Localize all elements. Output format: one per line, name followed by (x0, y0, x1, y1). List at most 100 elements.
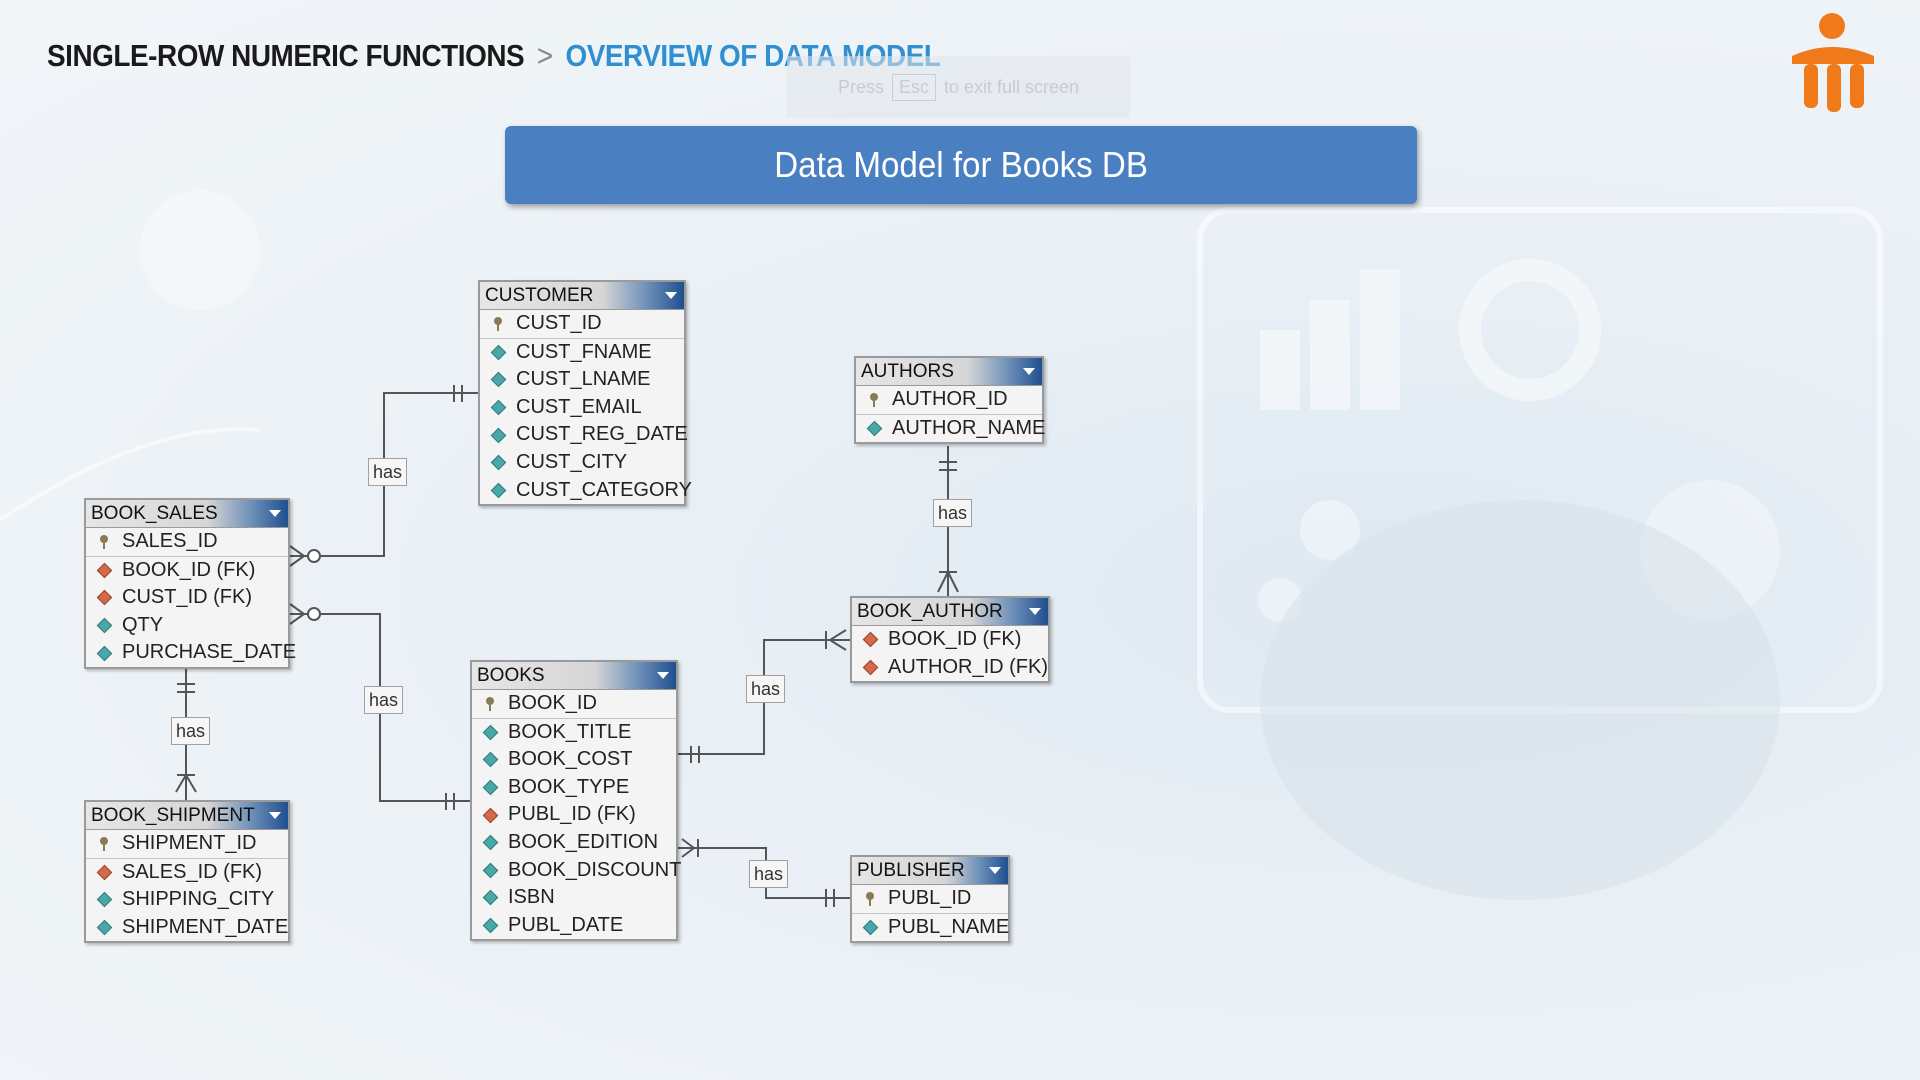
entity-field: SHIPPING_CITY (86, 886, 288, 914)
entity-customer-title: CUSTOMER (485, 285, 594, 306)
foreign-key-icon (92, 562, 116, 579)
entity-field: SHIPMENT_ID (86, 830, 288, 858)
diagram-title: Data Model for Books DB (774, 144, 1148, 185)
primary-key-icon (486, 316, 510, 331)
entity-publisher-attr-section: PUBL_NAME (852, 914, 1009, 942)
primary-key-icon (862, 392, 886, 407)
attribute-icon (478, 834, 502, 851)
entity-field: SALES_ID (FK) (86, 859, 288, 887)
fullscreen-exit-hint: Press Esc to exit full screen (787, 56, 1130, 118)
attribute-icon (92, 892, 116, 908)
chevron-down-icon (665, 292, 677, 299)
hint-press-text: Press (837, 76, 884, 97)
entity-book-author-title: BOOK_AUTHOR (857, 601, 1003, 622)
entity-books-header: BOOKS (472, 662, 676, 690)
entity-customer[interactable]: CUSTOMER CUST_ID CUST_FNAME CUST_LNAME C… (478, 280, 692, 507)
entity-field: QTY (86, 612, 288, 640)
entity-field: BOOK_TYPE (472, 774, 676, 802)
breadcrumb-section: SINGLE-ROW NUMERIC FUNCTIONS (47, 38, 525, 73)
entity-field: BOOK_ID (FK) (86, 557, 288, 585)
chevron-down-icon (1023, 368, 1035, 375)
entity-field: CUST_FNAME (480, 339, 684, 367)
entity-books-title: BOOKS (477, 665, 545, 686)
attribute-icon (486, 399, 510, 416)
entity-book-author-fields: BOOK_ID (FK) AUTHOR_ID (FK) (852, 626, 1048, 681)
entity-field: BOOK_EDITION (472, 829, 676, 857)
relationship-label-sales-shipment: has (171, 717, 211, 745)
attribute-icon (92, 645, 116, 661)
entity-field: BOOK_COST (472, 746, 676, 774)
entity-book-shipment[interactable]: BOOK_SHIPMENT SHIPMENT_ID SALES_ID (FK) … (84, 800, 290, 944)
entity-book-author[interactable]: BOOK_AUTHOR BOOK_ID (FK) AUTHOR_ID (FK) (850, 596, 1050, 684)
entity-field: PUBL_NAME (852, 914, 1009, 942)
relationship-label-publisher-books: has (749, 860, 789, 888)
entity-book-author-header: BOOK_AUTHOR (852, 598, 1048, 626)
entity-field: CUST_ID (FK) (86, 584, 288, 612)
foreign-key-icon (478, 807, 502, 823)
attribute-icon (486, 454, 510, 471)
entity-book-shipment-header: BOOK_SHIPMENT (86, 802, 288, 830)
chevron-down-icon (269, 812, 281, 819)
attribute-icon (486, 372, 510, 388)
attribute-icon (486, 344, 510, 361)
entity-field: SHIPMENT_DATE (86, 914, 288, 942)
entity-book-shipment-title: BOOK_SHIPMENT (91, 805, 255, 826)
entity-authors-pk-section: AUTHOR_ID (856, 386, 1042, 415)
attribute-icon (478, 890, 502, 906)
chevron-down-icon (989, 867, 1001, 874)
entity-book-shipment-pk-section: SHIPMENT_ID (86, 830, 288, 859)
entity-book-shipment-attr-section: SALES_ID (FK) SHIPPING_CITY SHIPMENT_DAT… (86, 859, 288, 942)
entity-customer-attr-section: CUST_FNAME CUST_LNAME CUST_EMAIL CUST_RE… (480, 339, 692, 505)
entity-book-sales-attr-section: BOOK_ID (FK) CUST_ID (FK) QTY PURCHASE_D… (86, 557, 296, 667)
entity-authors[interactable]: AUTHORS AUTHOR_ID AUTHOR_NAME (854, 356, 1045, 445)
attribute-icon (478, 862, 502, 879)
attribute-icon (858, 919, 882, 936)
entity-publisher[interactable]: PUBLISHER PUBL_ID PUBL_NAME (850, 855, 1010, 944)
primary-key-icon (478, 696, 502, 711)
entity-authors-header: AUTHORS (856, 358, 1042, 386)
entity-field: AUTHOR_NAME (856, 415, 1045, 443)
entity-field: CUST_EMAIL (480, 394, 684, 422)
diagram-title-banner: Data Model for Books DB (505, 126, 1417, 204)
chevron-down-icon (657, 672, 669, 679)
entity-publisher-pk-section: PUBL_ID (852, 885, 1008, 914)
entity-books-pk-section: BOOK_ID (472, 690, 676, 719)
entity-field: PURCHASE_DATE (86, 639, 296, 667)
primary-key-icon (92, 836, 116, 851)
attribute-icon (92, 919, 116, 936)
attribute-icon (486, 482, 510, 499)
entity-field: BOOK_DISCOUNT (472, 857, 681, 885)
entity-field: CUST_ID (480, 310, 684, 338)
attribute-icon (478, 779, 502, 796)
entity-books-attr-section: BOOK_TITLE BOOK_COST BOOK_TYPE PUBL_ID (… (472, 719, 681, 940)
entity-book-sales[interactable]: BOOK_SALES SALES_ID BOOK_ID (FK) CUST_ID… (84, 498, 296, 669)
brand-logo-icon (1792, 13, 1874, 112)
entity-field: CUST_REG_DATE (480, 421, 688, 449)
entity-field: PUBL_DATE (472, 912, 676, 940)
attribute-icon (478, 724, 502, 741)
hint-rest-text: to exit full screen (943, 76, 1080, 97)
relationship-label-books-sales: has (364, 686, 404, 714)
attribute-icon (92, 617, 116, 634)
entity-field: PUBL_ID (852, 885, 1008, 913)
entity-customer-pk-section: CUST_ID (480, 310, 684, 339)
entity-field: BOOK_ID (472, 690, 676, 718)
entity-books[interactable]: BOOKS BOOK_ID BOOK_TITLE BOOK_COST BOOK_… (470, 660, 681, 942)
entity-field: CUST_LNAME (480, 366, 684, 394)
attribute-icon (478, 917, 502, 934)
entity-field: CUST_CATEGORY (480, 477, 692, 505)
entity-field: BOOK_TITLE (472, 719, 676, 747)
entity-field: AUTHOR_ID (856, 386, 1042, 414)
entity-publisher-header: PUBLISHER (852, 857, 1008, 885)
entity-book-sales-title: BOOK_SALES (91, 503, 218, 524)
attribute-icon (478, 752, 502, 768)
entity-field: ISBN (472, 884, 676, 912)
entity-publisher-title: PUBLISHER (857, 860, 965, 881)
esc-key-label: Esc (891, 73, 936, 101)
entity-field: AUTHOR_ID (FK) (852, 654, 1048, 682)
foreign-key-icon (92, 864, 116, 881)
entity-customer-header: CUSTOMER (480, 282, 684, 310)
primary-key-icon (858, 891, 882, 906)
breadcrumb: SINGLE-ROW NUMERIC FUNCTIONS > OVERVIEW … (47, 38, 941, 74)
chevron-down-icon (269, 510, 281, 517)
